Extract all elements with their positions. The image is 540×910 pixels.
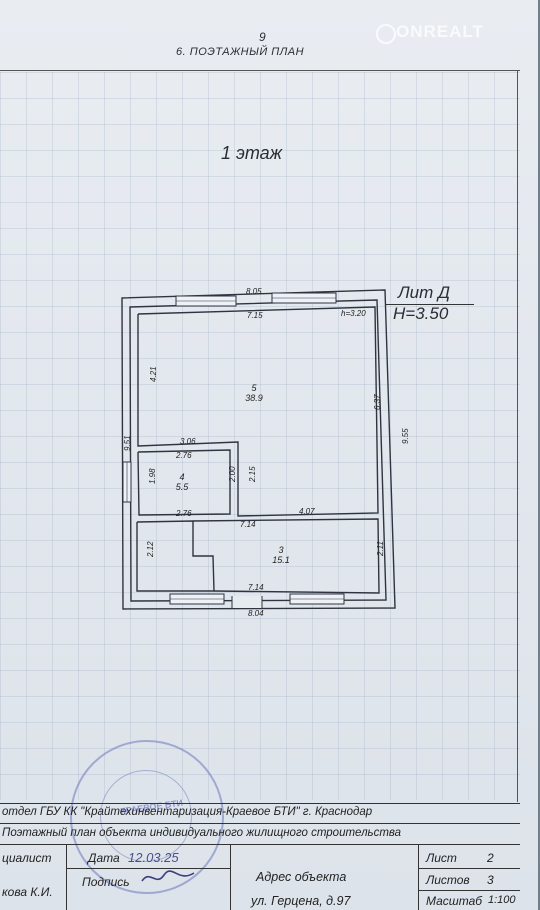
official-stamp: КРАЕВОЕ БТИ [70, 740, 224, 894]
room-4-number: 4 [179, 472, 184, 482]
dim-room4-right: 2.00 [228, 466, 237, 483]
dim-wall-306: 3.06 [180, 437, 196, 446]
room-3-outline [192, 518, 380, 594]
dim-mid-407: 4.07 [299, 507, 315, 516]
address-value: ул. Герцена, д.97 [251, 894, 351, 908]
frame-top-line [0, 70, 520, 71]
scale-label: Масштаб [426, 894, 483, 908]
dim-left-lower: 2.12 [146, 541, 155, 558]
dim-right-upper: 6.37 [373, 394, 382, 410]
room-5-number: 5 [251, 383, 257, 393]
dim-outer-bottom: 8.04 [248, 609, 264, 618]
date-value: 12.03.25 [128, 850, 179, 865]
graph-grid [0, 72, 520, 800]
room-3-area: 15.1 [272, 555, 290, 565]
frame-right-line [517, 70, 518, 802]
entrance-door [232, 596, 262, 608]
stamp-inner-ring [100, 770, 192, 862]
height-label: H=3.50 [393, 304, 449, 323]
dim-corridor: 2.15 [248, 466, 257, 483]
dim-inner-bottom: 7.14 [248, 583, 264, 592]
dim-outer-left: 9.51 [123, 435, 132, 451]
org-line: отдел ГБУ КК "Крайтехинвентаризация-Крае… [2, 806, 373, 818]
dim-room4-left: 1.98 [148, 468, 157, 484]
signature [141, 870, 195, 882]
sheet-value: 2 [487, 851, 494, 865]
dim-outer-right: 9.55 [401, 428, 410, 444]
dim-outer-top: 8.05 [246, 287, 262, 296]
dim-inner-top: 7.15 [247, 311, 263, 320]
lit-underline [386, 304, 474, 305]
room-4-area: 5.5 [176, 482, 190, 492]
dim-mid-714: 7.14 [240, 520, 256, 529]
dim-room4-top: 2.76 [175, 451, 192, 460]
address-label: Адрес объекта [256, 870, 347, 884]
dim-left-upper: 4.21 [149, 366, 158, 382]
outer-wall-outline [121, 289, 396, 610]
dim-lower-top: 2.76 [175, 509, 192, 518]
page-number: 9 [259, 30, 266, 44]
watermark: ONREALT [372, 22, 484, 42]
floor-label: 1 этаж [221, 143, 283, 163]
specialist-name: кова К.И. [2, 885, 53, 899]
sheets-value: 3 [487, 873, 494, 887]
sheet-label: Лист [426, 851, 457, 865]
date-label: Дата [88, 851, 120, 865]
watermark-text: ONREALT [396, 22, 484, 41]
doc-line: Поэтажный план объекта индивидуального ж… [2, 827, 402, 839]
room-3-number: 3 [278, 545, 283, 555]
ceiling-height: h=3.20 [341, 309, 366, 318]
dim-right-lower: 2.11 [376, 541, 385, 557]
room-5-area: 38.9 [245, 393, 263, 403]
title-block: отдел ГБУ КК "Крайтехинвентаризация-Крае… [0, 803, 520, 910]
signature-label: Подпись [82, 875, 130, 889]
watermark-icon [376, 24, 396, 44]
specialist-label: циалист [2, 851, 52, 865]
room-5-outline [137, 306, 379, 517]
scale-value: 1:100 [488, 894, 516, 906]
lit-label: Лит Д [398, 283, 450, 302]
section-title: 6. ПОЭТАЖНЫЙ ПЛАН [176, 46, 305, 58]
inner-wall-outline [129, 299, 387, 602]
room-4-outline [137, 449, 231, 516]
sheets-label: Листов [426, 873, 470, 887]
